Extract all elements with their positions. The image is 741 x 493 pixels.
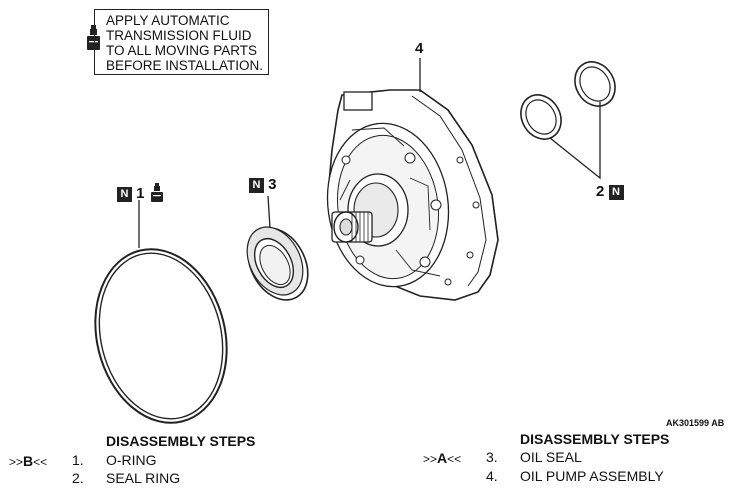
note-line-4: BEFORE INSTALLATION. — [106, 58, 264, 73]
callout-part-3: N 3 — [249, 176, 277, 193]
callout-part-4: 4 — [415, 40, 423, 57]
steps-right-title: DISASSEMBLY STEPS — [520, 431, 670, 447]
figure-code: AK301599 AB — [666, 418, 725, 428]
note-line-2: TRANSMISSION FLUID — [106, 28, 252, 43]
step-4-number: 4. — [486, 468, 498, 484]
step-1-text: O-RING — [106, 452, 157, 468]
new-part-badge: N — [249, 177, 264, 193]
leader-line-3 — [267, 195, 271, 229]
note-line-3: TO ALL MOVING PARTS — [106, 43, 258, 58]
instruction-note — [94, 9, 269, 75]
note-fluid-bottle-icon — [87, 25, 100, 50]
callout-part-1: N 1 — [117, 185, 145, 202]
o-ring — [94, 248, 228, 424]
step-3-number: 3. — [486, 449, 498, 465]
part-number-4: 4 — [415, 40, 424, 57]
oil-pump-assembly — [326, 89, 499, 301]
note-line-1: APPLY AUTOMATIC — [106, 13, 230, 28]
steps-left-title: DISASSEMBLY STEPS — [106, 433, 256, 449]
fluid-bottle-icon — [151, 183, 163, 202]
step-3-text: OIL SEAL — [520, 449, 582, 465]
new-part-badge: N — [117, 186, 132, 202]
callout-part-2: 2 N — [596, 183, 624, 200]
step-2-number: 2. — [72, 470, 84, 486]
step-2-text: SEAL RING — [106, 470, 181, 486]
part-number-2: 2 — [596, 183, 605, 200]
step-1-number: 1. — [72, 452, 84, 468]
step-4-text: OIL PUMP ASSEMBLY — [520, 468, 664, 484]
oil-seal — [246, 226, 309, 301]
new-part-badge: N — [608, 184, 624, 200]
steps-left-reference: >>B<< — [9, 453, 48, 469]
part-number-1: 1 — [136, 185, 145, 202]
seal-rings — [520, 61, 616, 140]
steps-right-reference: >>A<< — [423, 450, 462, 466]
leader-line-2 — [549, 102, 601, 180]
part-number-3: 3 — [268, 176, 277, 193]
